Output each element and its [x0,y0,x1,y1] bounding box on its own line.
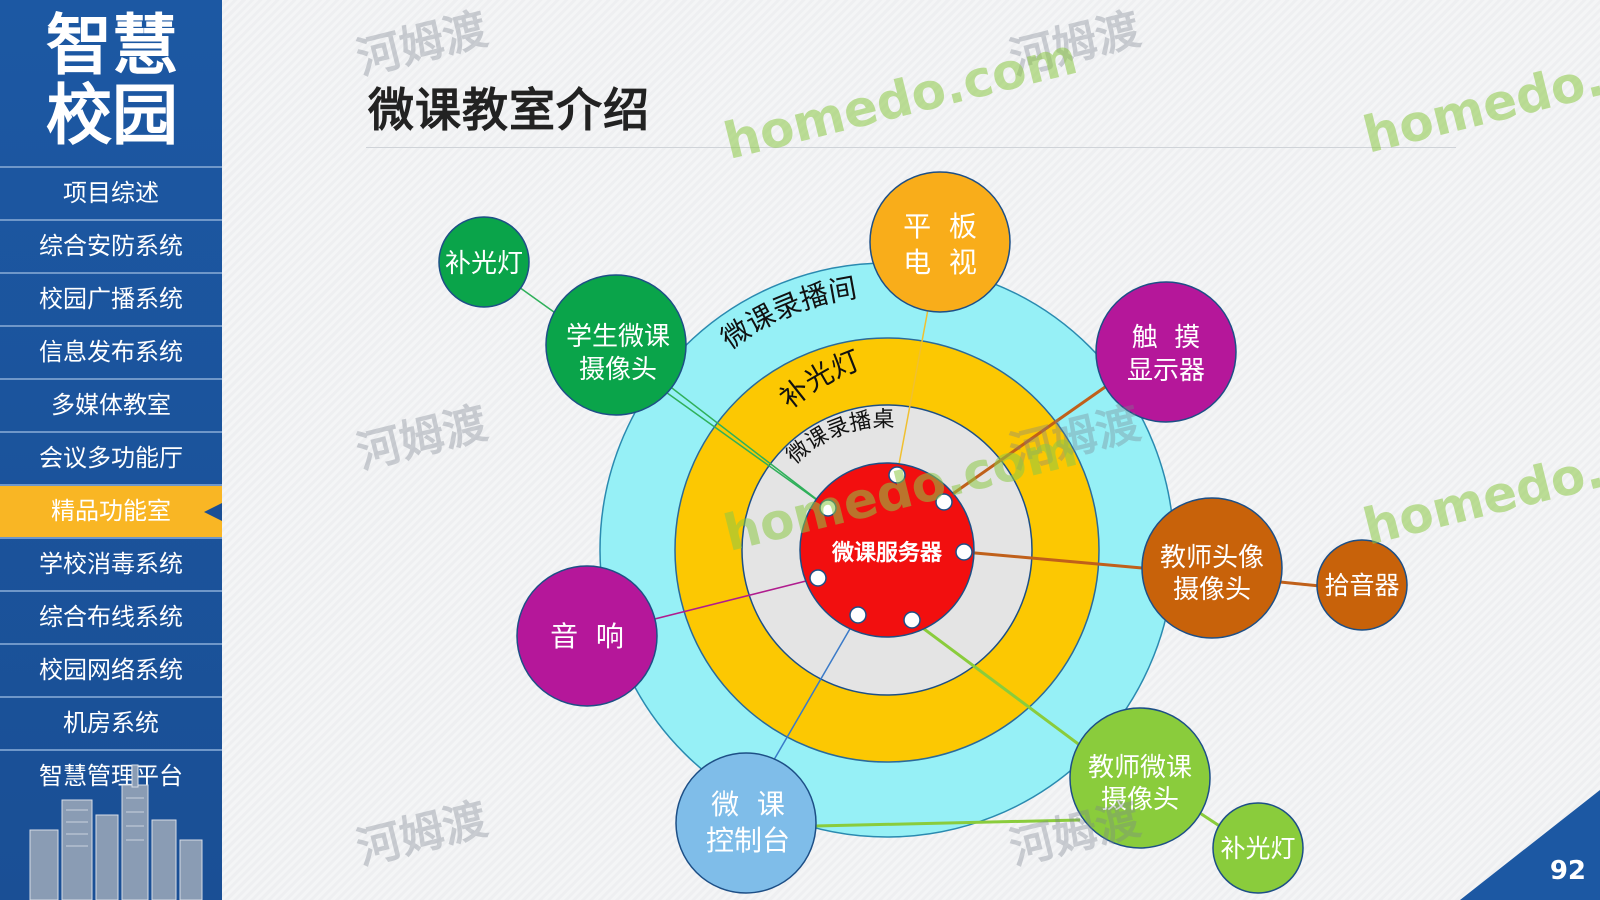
center-server-label: 微课服务器 [831,540,943,566]
nav-item-security[interactable]: 综合安防系统 [0,219,222,272]
node-teacher-head-camera-label-2: 摄像头 [1173,575,1251,605]
node-touch-display-label-2: 显示器 [1127,356,1205,386]
nav-item-disinfection[interactable]: 学校消毒系统 [0,537,222,590]
node-fill-light-bottom-label: 补光灯 [1220,834,1295,863]
node-teacher-camera [1069,707,1211,849]
page-title: 微课教室介绍 [368,83,650,137]
node-console-label-2: 控制台 [706,824,790,857]
node-console [675,752,817,894]
port-dot-5 [809,569,827,587]
node-student-camera-label-1: 学生微课 [566,322,670,352]
node-speaker-label: 音 响 [550,620,624,653]
node-tablet-tv-label-1: 平 板 [903,210,977,243]
link-console-teacher [814,818,1081,828]
nav-item-boutique-room[interactable]: 精品功能室 [0,484,222,537]
nav-item-meeting-hall[interactable]: 会议多功能厅 [0,431,222,484]
node-teacher-camera-label-2: 摄像头 [1101,785,1179,815]
brand-line-2: 校园 [46,76,178,154]
node-teacher-head-camera-label-1: 教师头像 [1160,543,1264,573]
nav-item-multimedia[interactable]: 多媒体教室 [0,378,222,431]
port-dot-4 [955,543,973,561]
node-tablet-tv-label-2: 电 视 [903,246,977,279]
title-divider [366,147,1456,148]
node-teacher-camera-label-1: 教师微课 [1088,753,1192,783]
node-fill-light-top-label: 补光灯 [445,249,523,279]
nav-item-management-platform[interactable]: 智慧管理平台 [0,749,222,802]
port-dot-7 [903,611,921,629]
center-server [799,462,975,638]
node-fill-light-bottom [1212,802,1304,894]
node-touch-display-label-1: 触 摸 [1132,323,1201,353]
node-pickup-label: 拾音器 [1324,571,1399,600]
node-student-camera [545,274,687,416]
nav-item-network[interactable]: 校园网络系统 [0,643,222,696]
node-student-camera-label-2: 摄像头 [579,355,657,385]
sidebar-nav: 项目综述 综合安防系统 校园广播系统 信息发布系统 多媒体教室 会议多功能厅 精… [0,166,222,802]
nav-item-cabling[interactable]: 综合布线系统 [0,590,222,643]
port-dot-6 [849,606,867,624]
corner-tab [1460,790,1600,900]
nav-item-info-release[interactable]: 信息发布系统 [0,325,222,378]
nav-item-project-overview[interactable]: 项目综述 [0,166,222,219]
port-dot-2 [935,493,953,511]
brand-title: 智慧 校园 [0,0,222,165]
node-pickup [1316,539,1408,631]
node-tablet-tv [869,171,1011,313]
node-touch-display [1095,281,1237,423]
link-touch-display [943,383,1109,502]
city-skyline-graphic [29,764,203,900]
port-dot-1 [888,466,906,484]
page-number: 92 [1549,856,1586,886]
brand-line-1: 智慧 [46,6,178,84]
node-console-label-1: 微 课 [711,788,785,821]
nav-item-broadcast[interactable]: 校园广播系统 [0,272,222,325]
port-dot-3 [819,499,837,517]
sidebar: 智慧 校园 项目综述 综合安防系统 校园广播系统 信息发布系统 多媒体教室 会议… [0,0,222,900]
node-speaker [516,565,658,707]
node-teacher-head-camera [1141,497,1283,639]
nav-item-server-room[interactable]: 机房系统 [0,696,222,749]
link-teacher-head-camera [963,550,1143,570]
node-fill-light-top [438,216,530,308]
